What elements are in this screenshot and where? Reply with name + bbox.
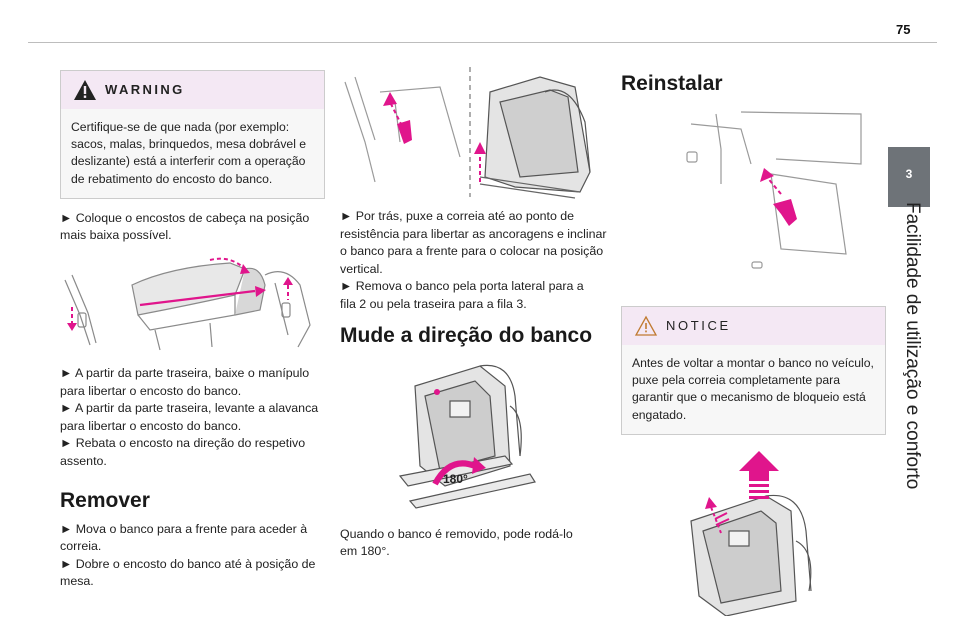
notice-triangle-icon bbox=[634, 315, 658, 336]
header-rule bbox=[28, 42, 937, 43]
instruction-release-backrest: ► A partir da parte traseira, baixe o ma… bbox=[60, 366, 319, 468]
seat-lock-engage-illustration bbox=[690, 450, 812, 616]
notice-box: NOTICE Antes de voltar a montar o banco … bbox=[621, 306, 886, 435]
instruction-remove: ► Mova o banco para a frente para aceder… bbox=[60, 521, 316, 589]
instruction-pull-strap: ► Por trás, puxe a correia até ao ponto … bbox=[340, 209, 607, 311]
chapter-tab[interactable]: 3 bbox=[888, 147, 930, 207]
heading-reinstall: Reinstalar bbox=[621, 72, 723, 95]
warning-text: Certifique-se de que nada (por exemplo: … bbox=[71, 120, 307, 186]
seat-backrest-release-illustration bbox=[64, 257, 311, 351]
warning-header: WARNING bbox=[61, 71, 324, 109]
warning-triangle-icon bbox=[74, 80, 96, 100]
left-column: WARNING Certifique-se de que nada (por e… bbox=[60, 70, 325, 601]
notice-text: Antes de voltar a montar o banco no veíc… bbox=[632, 356, 874, 422]
heading-remove: Remover bbox=[60, 488, 150, 512]
rotation-label: 180° bbox=[443, 472, 468, 486]
warning-box: WARNING Certifique-se de que nada (por e… bbox=[60, 70, 325, 199]
notice-header: NOTICE bbox=[622, 307, 885, 345]
seat-strap-pull-illustration bbox=[344, 67, 591, 199]
chapter-title: Facilidade de utilização e conforto bbox=[902, 202, 923, 490]
heading-change-direction: Mude a direção do banco bbox=[340, 323, 593, 347]
note-rotation: Quando o banco é removido, pode rodá-lo … bbox=[340, 526, 573, 559]
seat-reinstall-lever-illustration bbox=[686, 111, 862, 269]
warning-label: WARNING bbox=[105, 82, 185, 97]
instruction-headrest: ► Coloque o encostos de cabeça na posiçã… bbox=[60, 210, 310, 243]
chapter-number: 3 bbox=[905, 167, 913, 181]
page-number: 75 bbox=[896, 22, 911, 37]
seat-rotation-illustration: 180° bbox=[398, 364, 536, 509]
middle-column: ► Por trás, puxe a correia até ao ponto … bbox=[340, 62, 607, 571]
notice-label: NOTICE bbox=[666, 318, 731, 333]
right-column: Reinstalar NOTICE Antes de voltar a mont… bbox=[621, 72, 886, 616]
